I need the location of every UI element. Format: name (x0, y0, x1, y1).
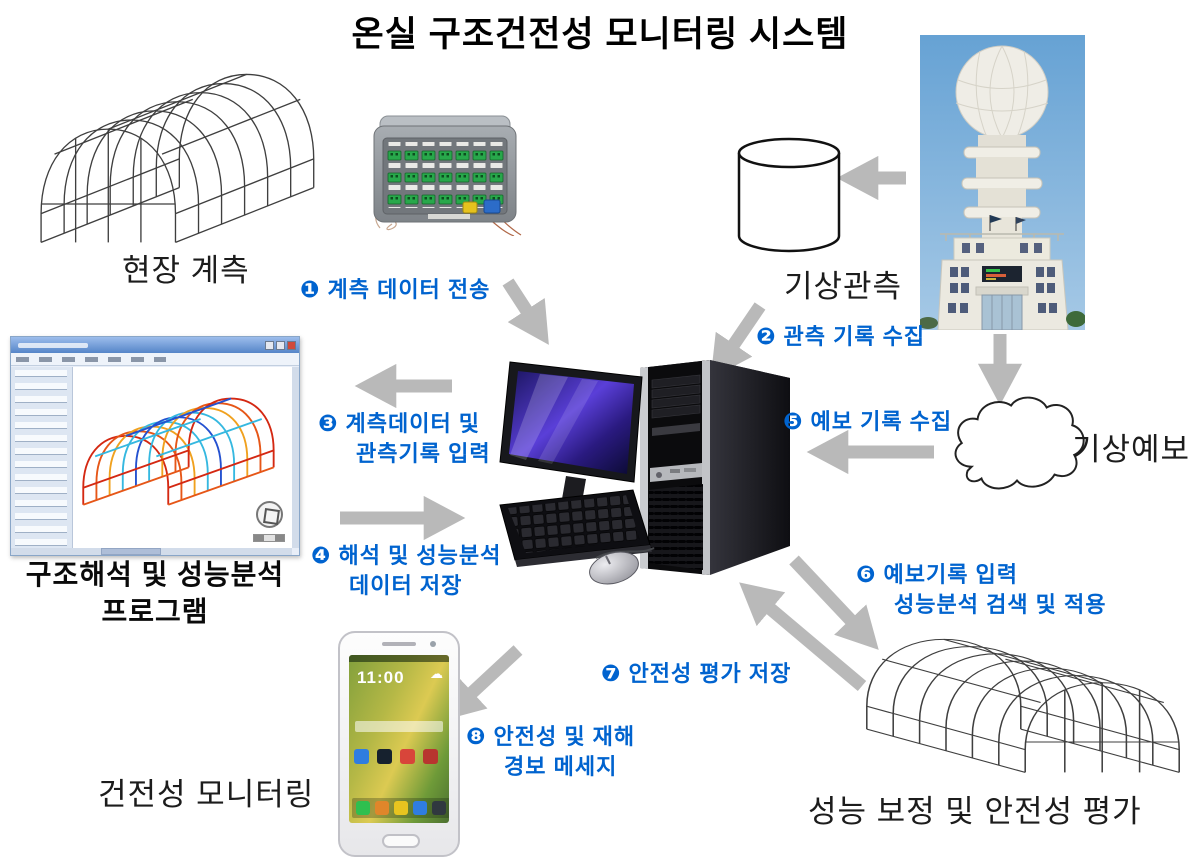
phone-search-bar[interactable] (355, 721, 443, 732)
arrow-observation-to-computer (710, 302, 766, 379)
window-body (11, 367, 292, 548)
app-icon[interactable] (375, 801, 389, 815)
app-icon[interactable] (394, 801, 408, 815)
flow-number-6: ❻ (856, 561, 877, 587)
phone-app-row[interactable] (354, 749, 438, 764)
window-title-bar (11, 337, 299, 353)
smartphone-image: 11:00 ☁ (338, 631, 460, 857)
menu-bar[interactable] (11, 353, 299, 366)
flow-number-5: ❺ (783, 408, 804, 434)
database-cylinder (737, 137, 841, 253)
label-analysis-program: 구조해석 및 성능분석 프로그램 (25, 559, 285, 627)
label-weather-observation: 기상관측 (784, 269, 903, 304)
phone-home-button[interactable] (382, 834, 420, 848)
label-health-monitoring: 건전성 모니터링 (98, 777, 315, 812)
view-slider[interactable] (253, 534, 285, 542)
window-title-text (18, 342, 88, 348)
parameter-panel[interactable] (11, 367, 73, 548)
flow-number-1: ❶ (300, 276, 321, 302)
flow-number-4: ❹ (311, 542, 332, 568)
maximize-button[interactable] (276, 340, 285, 350)
arrow-computer-to-phone (441, 645, 523, 721)
phone-screen: 11:00 ☁ (349, 655, 449, 823)
model-canvas (73, 367, 292, 548)
weather-tower-photo (920, 35, 1085, 330)
phone-dock[interactable] (352, 798, 449, 818)
weather-cloud-icon: ☁ (430, 666, 443, 681)
app-icon[interactable] (400, 749, 415, 764)
greenhouse-frame (40, 73, 315, 244)
arrow-logger-to-computer (502, 278, 549, 345)
flow-number-8: ❽ (466, 723, 487, 749)
forecast-cloud (954, 396, 1085, 490)
label-field-measurement: 현장 계측 (122, 253, 250, 288)
label-performance-evaluation: 성능 보정 및 안전성 평가 (808, 794, 1142, 829)
flow-number-7: ❼ (601, 660, 622, 686)
arrow-computer-to-evaluation (789, 555, 879, 650)
flow-number-2: ❷ (756, 323, 777, 349)
label-weather-forecast: 기상예보 (1072, 432, 1191, 467)
app-icon[interactable] (354, 749, 369, 764)
phone-app-icon[interactable] (356, 801, 370, 815)
minimize-button[interactable] (265, 340, 274, 350)
page-title: 온실 구조건전성 모니터링 시스템 (351, 15, 849, 54)
phone-status-bar (349, 655, 449, 662)
menu-icon[interactable] (432, 801, 446, 815)
phone-clock: 11:00 (357, 668, 405, 687)
app-icon[interactable] (423, 749, 438, 764)
greenhouse-wireframe-field (40, 73, 315, 244)
close-button[interactable] (287, 340, 296, 350)
analysis-program-window (10, 336, 300, 556)
arrow-evaluation-to-computer (739, 582, 867, 691)
phone-camera (430, 641, 436, 647)
horizontal-scrollbar[interactable] (11, 548, 292, 555)
app-icon[interactable] (413, 801, 427, 815)
data-logger-image (373, 115, 522, 236)
server-computer-image (499, 360, 790, 585)
phone-earpiece (382, 642, 416, 646)
view-cube-icon[interactable] (256, 501, 283, 528)
stress-model-wireframe (82, 397, 275, 506)
flow-number-3: ❸ (318, 410, 339, 436)
vertical-scrollbar[interactable] (292, 367, 299, 548)
app-icon[interactable] (377, 749, 392, 764)
